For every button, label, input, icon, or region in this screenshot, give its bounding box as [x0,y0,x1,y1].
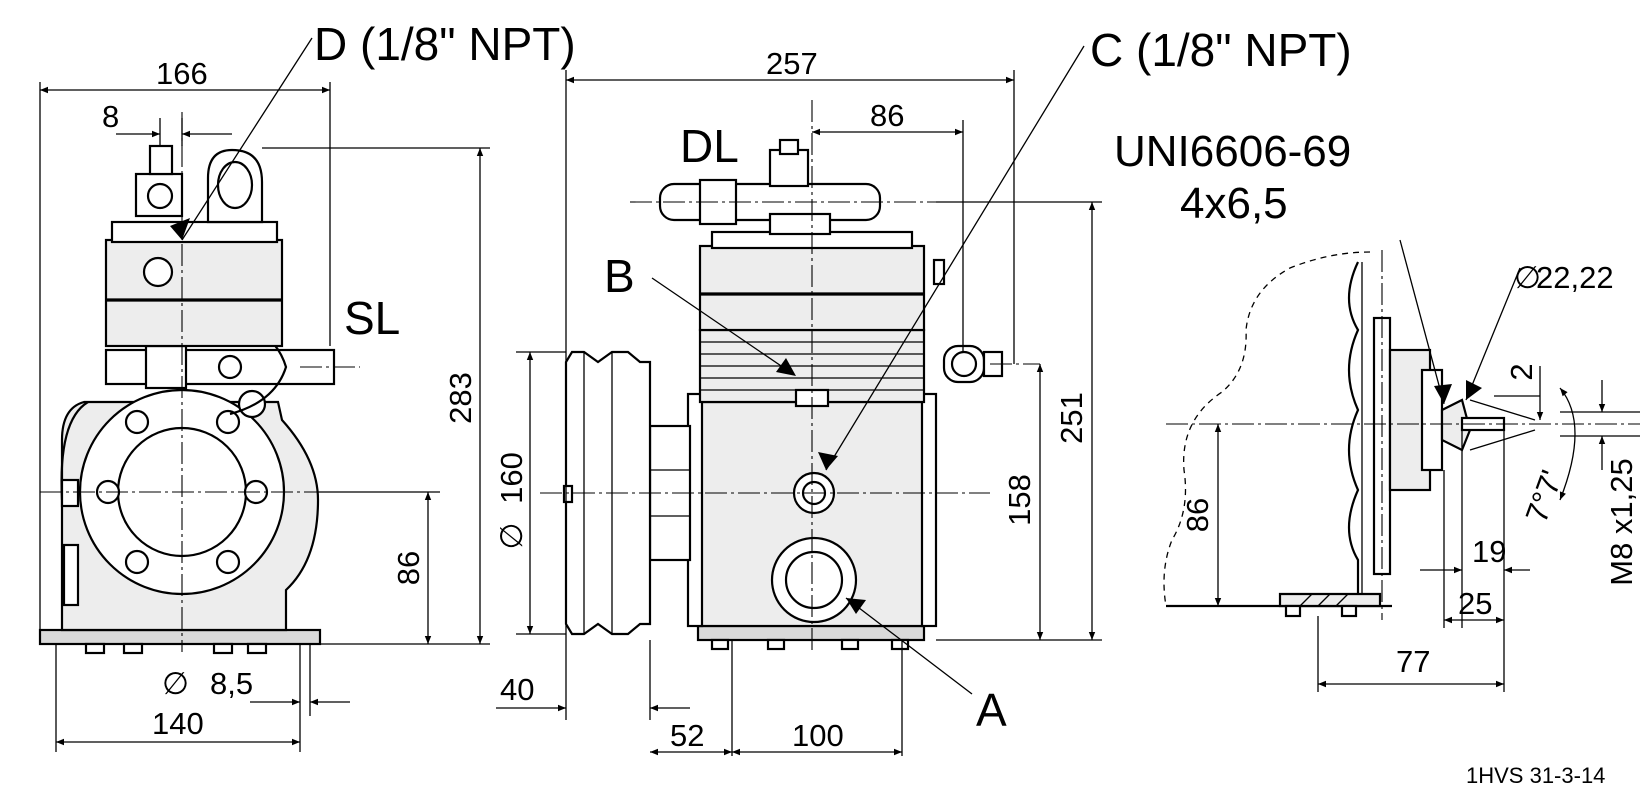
dim-left-width: 166 [156,56,208,91]
dim-right-len-25: 25 [1458,586,1492,621]
label-port-sl: SL [344,292,400,344]
right-view [1163,250,1640,620]
left-base-bolts [84,642,268,655]
dim-center-pulley-offset: 40 [500,672,534,707]
center-port-a [770,536,858,624]
dim-right-len-19: 19 [1472,534,1506,569]
left-port-d-fitting [134,172,184,218]
dim-center-base-width: 100 [792,718,844,753]
dim-right-len-77: 77 [1396,644,1430,679]
dim-left-base-width: 140 [152,706,204,741]
label-port-a: A [976,684,1007,736]
dim-left-hole-dia: 8,5 [210,666,253,701]
right-cone-seat [1440,398,1472,452]
dimension-lines [39,70,1640,756]
left-cylinder-head [104,238,284,348]
dim-left-shaft-height: 86 [391,551,426,585]
label-standard-spec: 4x6,5 [1180,179,1288,228]
dim-center-base-offset: 52 [670,718,704,753]
dim-center-pulley-dia: 160 [494,452,529,504]
label-port-dl: DL [680,120,739,172]
text-labels: D (1/8" NPT) C (1/8" NPT) DL SL B A UNI6… [102,18,1639,788]
left-flange-bolts [95,409,269,575]
dim-center-shaft-height: 158 [1002,474,1037,526]
leader-lines [170,37,1521,695]
dim-center-port-offset: 86 [870,98,904,133]
dim-center-pulley-symbol: ∅ [494,522,529,549]
dim-left-offset: 8 [102,99,119,134]
center-view [540,100,1072,651]
label-drawing-ref: 1HVS 31-3-14 [1466,763,1605,788]
left-base-plate [38,628,322,646]
dim-right-bore-dia: 22,22 [1536,260,1614,295]
label-port-b: B [604,250,635,302]
label-port-c: C (1/8" NPT) [1090,24,1352,76]
dim-left-hole-symbol: ∅ [162,666,189,701]
dim-right-shaft-height: 86 [1180,498,1215,532]
dim-right-bore-symbol: ∅ [1514,260,1541,295]
dim-right-angle: 7°7' [1519,466,1570,528]
dim-right-depth: 2 [1504,363,1539,380]
dim-center-height: 251 [1054,392,1089,444]
dim-left-height: 283 [443,372,478,424]
dim-center-width: 257 [766,46,818,81]
dim-right-thread: M8 x1,25 [1604,458,1639,586]
left-view [38,112,360,655]
right-body-outline [1163,251,1371,607]
label-port-d: D (1/8" NPT) [314,18,576,70]
label-standard: UNI6606-69 [1114,127,1351,176]
left-lifting-eye [206,148,264,224]
center-base-plate [696,624,926,642]
